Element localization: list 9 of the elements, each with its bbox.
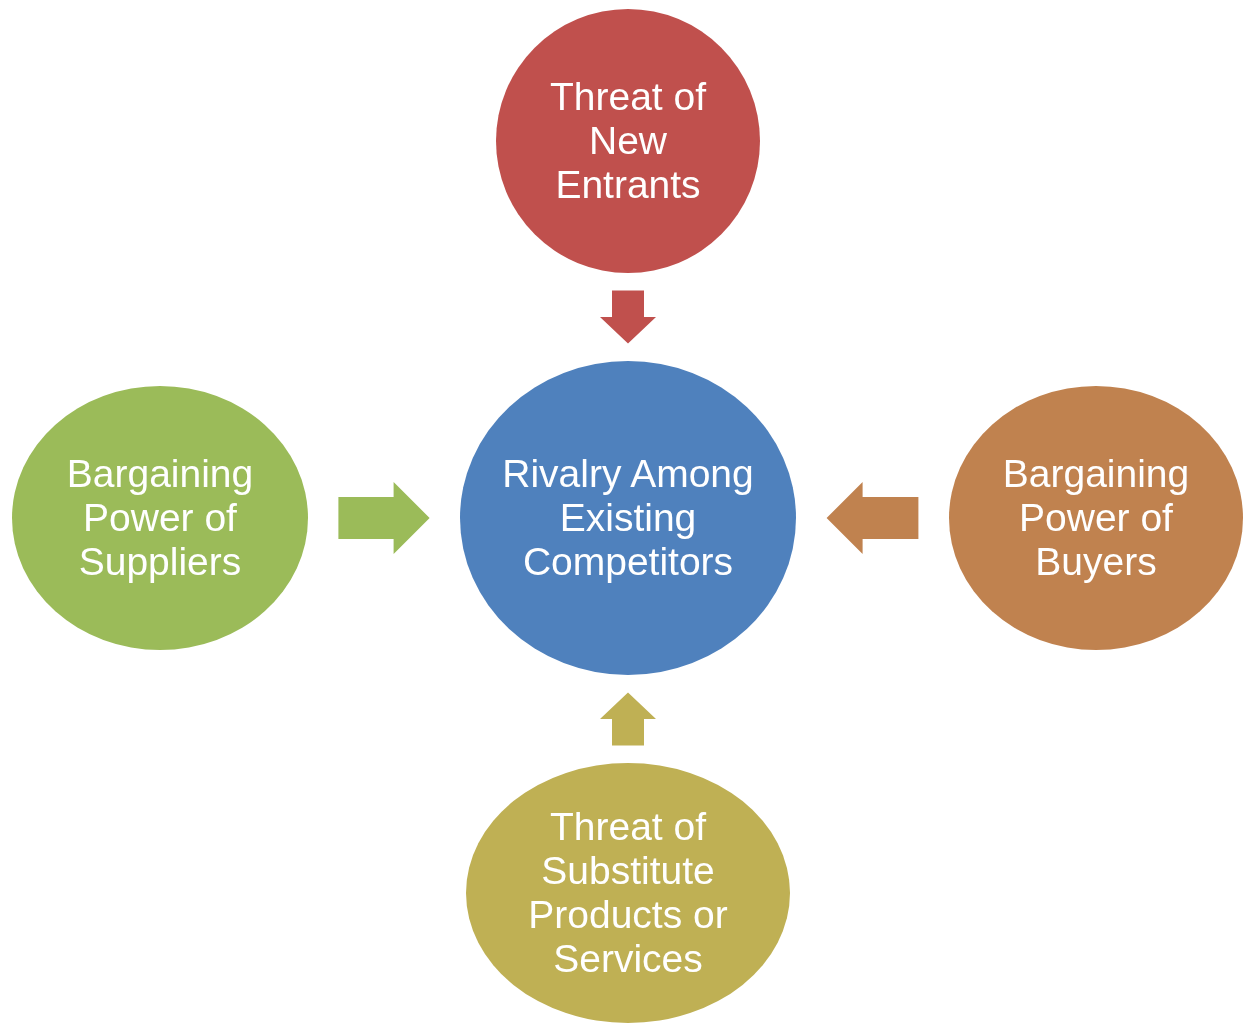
block-arrow: [826, 482, 919, 554]
node-label: Threat of Substitute Products or Services: [527, 805, 729, 981]
node-label: Threat of New Entrants: [548, 75, 708, 207]
block-arrow: [600, 290, 656, 344]
node-label: Bargaining Power of Buyers: [1001, 452, 1191, 584]
node-label: Rivalry Among Existing Competitors: [501, 452, 755, 584]
node-label: Bargaining Power of Suppliers: [65, 452, 255, 584]
block-arrow: [600, 692, 656, 746]
block-arrow: [338, 482, 430, 554]
